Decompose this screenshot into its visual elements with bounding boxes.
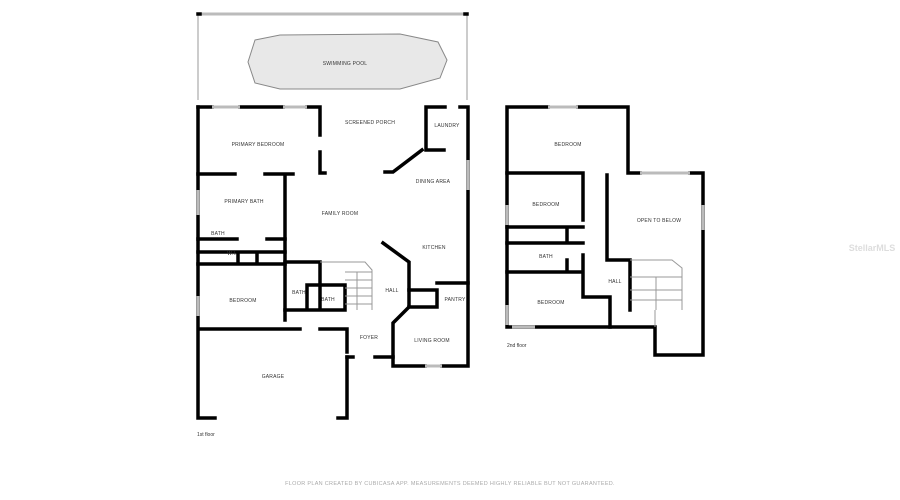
room-label-swimming-pool: SWIMMING POOL [323,61,368,67]
room-label-primary-bath: PRIMARY BATH [224,199,264,205]
room-label-bedroom: BEDROOM [537,300,564,306]
room-label-bath: BATH [321,297,335,303]
footer-disclaimer: FLOOR PLAN CREATED BY CUBICASA APP. MEAS… [285,481,615,487]
room-label-bedroom: BEDROOM [532,202,559,208]
room-label-open-to-below: OPEN TO BELOW [637,218,681,224]
first-floor-walls [196,105,470,420]
floor-label-1st: 1st floor [197,432,215,438]
screened-porch-enclosure [196,12,469,100]
room-label-bedroom: BEDROOM [229,298,256,304]
room-label-screened-porch: SCREENED PORCH [345,120,395,126]
room-label-dining-area: DINING AREA [416,179,451,185]
room-label-bedroom: BEDROOM [554,142,581,148]
room-label-hall: HALL [385,288,398,294]
room-label-kitchen: KITCHEN [422,245,446,251]
room-label-laundry: LAUNDRY [434,123,460,129]
room-label-bath: BATH [292,290,306,296]
room-label-walk-in-closet: W.I. [227,251,236,257]
room-label-hall: HALL [608,279,621,285]
second-floor-walls [505,105,705,357]
swimming-pool [247,33,448,90]
room-label-foyer: FOYER [360,335,378,341]
room-label-family-room: FAMILY ROOM [322,211,358,217]
room-label-primary-bedroom: PRIMARY BEDROOM [232,142,285,148]
room-label-living-room: LIVING ROOM [414,338,450,344]
floor-label-2nd: 2nd floor [507,343,527,349]
watermark: StellarMLS [849,243,896,253]
room-label-bath: BATH [539,254,553,260]
room-label-pantry: PANTRY [444,297,465,303]
room-label-garage: GARAGE [262,374,285,380]
room-label-bath: BATH [211,231,225,237]
